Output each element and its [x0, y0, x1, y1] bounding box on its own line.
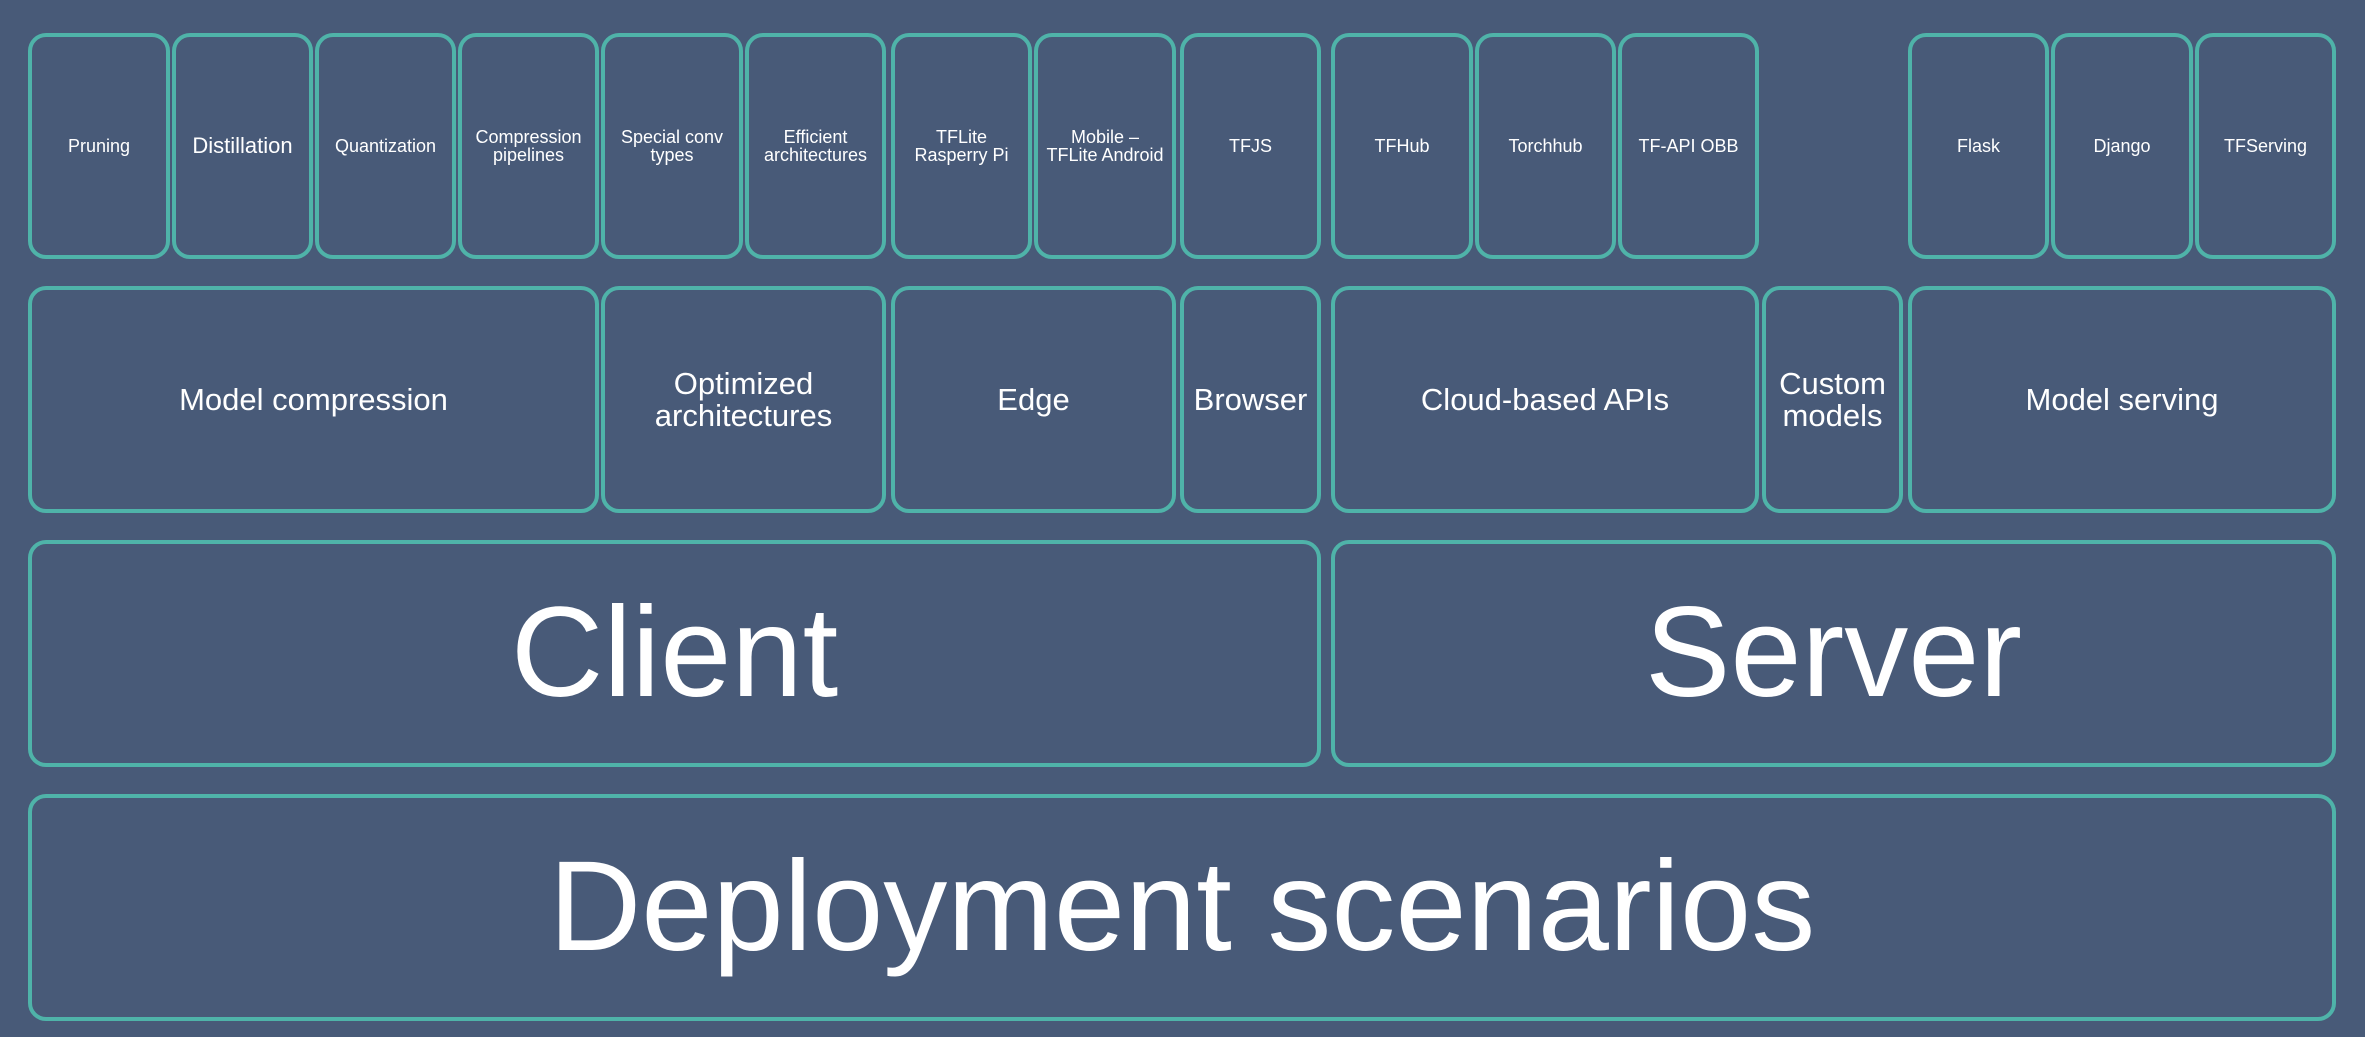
tool-quantization-label: Quantization	[334, 135, 437, 156]
category-custom-models: Custom models	[1762, 286, 1903, 513]
tool-quantization: Quantization	[315, 33, 456, 259]
category-model-compression-label: Model compression	[179, 381, 448, 417]
tool-flask-label: Flask	[1956, 135, 2000, 156]
tool-distillation: Distillation	[172, 33, 313, 259]
tool-mobile-tflite-android-label: Mobile – TFLite Android	[1046, 126, 1164, 165]
category-model-serving-label: Model serving	[2025, 381, 2219, 417]
tool-efficient-architectures-label: Efficient architectures	[763, 126, 868, 165]
root-title: Deployment scenarios	[548, 835, 1816, 979]
category-custom-models-label: Custom models	[1779, 365, 1886, 433]
tool-tflite-raspberry-pi-label: TFLite Rasperry Pi	[914, 126, 1009, 165]
side-server-label: Server	[1645, 581, 2022, 725]
tool-django-label: Django	[2093, 135, 2151, 156]
side-server: Server	[1331, 540, 2336, 767]
tool-tfhub-label: TFHub	[1374, 135, 1430, 156]
tool-tf-api-obb-label: TF-API OBB	[1638, 135, 1739, 156]
tool-compression-pipelines: Compression pipelines	[458, 33, 599, 259]
tool-tflite-raspberry-pi: TFLite Rasperry Pi	[891, 33, 1032, 259]
tool-special-conv-types-label: Special conv types	[620, 126, 724, 165]
tool-tfhub: TFHub	[1331, 33, 1473, 259]
category-optimized-architectures-label: Optimized architectures	[654, 365, 833, 433]
tool-compression-pipelines-label: Compression pipelines	[475, 126, 582, 165]
category-cloud-based-apis: Cloud-based APIs	[1331, 286, 1759, 513]
category-model-compression: Model compression	[28, 286, 599, 513]
category-edge-label: Edge	[997, 381, 1070, 417]
tool-tfjs-label: TFJS	[1229, 135, 1272, 156]
category-cloud-based-apis-label: Cloud-based APIs	[1420, 381, 1670, 417]
tool-tfjs: TFJS	[1180, 33, 1321, 259]
tool-special-conv-types: Special conv types	[601, 33, 743, 259]
tool-pruning-label: Pruning	[67, 135, 131, 156]
tool-tf-api-obb: TF-API OBB	[1618, 33, 1759, 259]
tool-torchhub-label: Torchhub	[1508, 135, 1583, 156]
category-edge: Edge	[891, 286, 1176, 513]
tool-torchhub: Torchhub	[1475, 33, 1616, 259]
root-deployment-scenarios: Deployment scenarios	[28, 794, 2336, 1021]
tool-pruning: Pruning	[28, 33, 170, 259]
side-client-label: Client	[510, 581, 839, 725]
category-optimized-architectures: Optimized architectures	[601, 286, 886, 513]
tool-django: Django	[2051, 33, 2193, 259]
tool-tfserving-label: TFServing	[2223, 135, 2308, 156]
tool-efficient-architectures: Efficient architectures	[745, 33, 886, 259]
tool-tfserving: TFServing	[2195, 33, 2336, 259]
category-browser: Browser	[1180, 286, 1321, 513]
side-client: Client	[28, 540, 1321, 767]
tool-mobile-tflite-android: Mobile – TFLite Android	[1034, 33, 1176, 259]
category-browser-label: Browser	[1193, 381, 1308, 417]
category-model-serving: Model serving	[1908, 286, 2336, 513]
tool-distillation-label: Distillation	[192, 132, 293, 158]
tool-flask: Flask	[1908, 33, 2049, 259]
